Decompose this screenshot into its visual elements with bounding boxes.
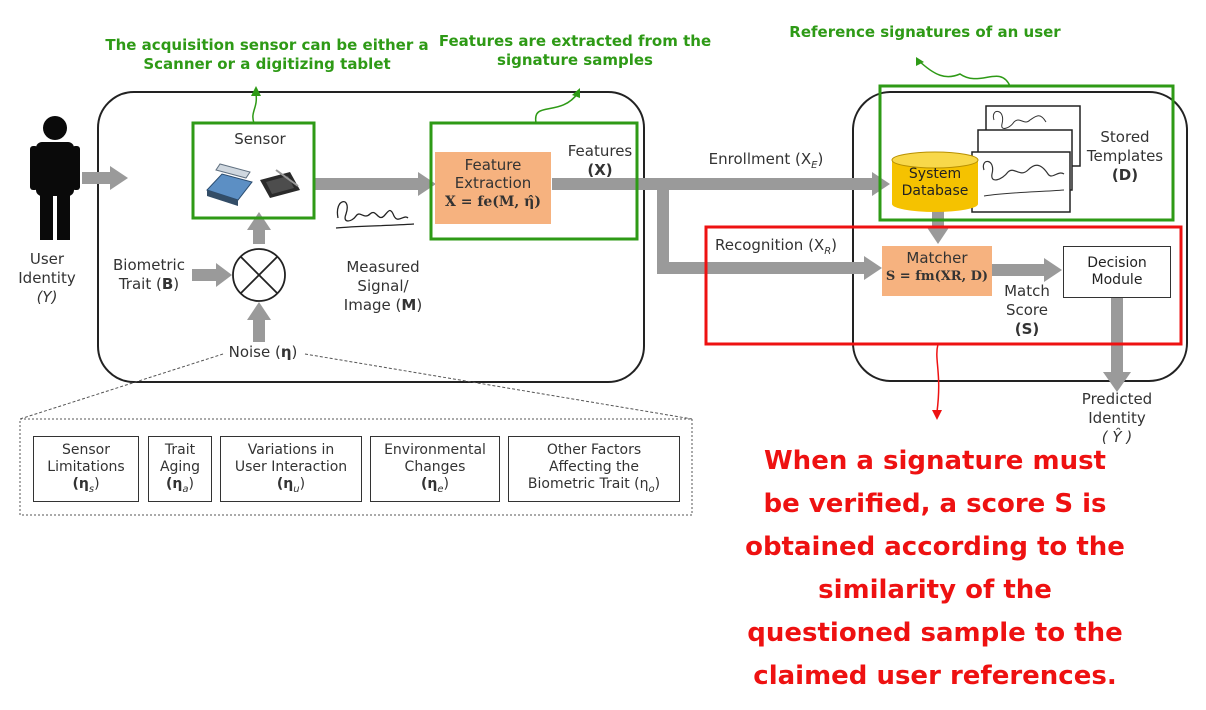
- arrow-mixer-sensor: [253, 228, 265, 244]
- arrowhead-user: [110, 166, 128, 190]
- arrowhead-decision-predicted: [1103, 372, 1131, 392]
- arrow-noise-mixer: [253, 318, 265, 342]
- tablet-icon: [260, 169, 300, 198]
- features-pointer: [534, 92, 579, 124]
- sensor-pointer: [252, 93, 258, 124]
- arrow-trait-mixer: [192, 269, 218, 281]
- reference-note: Reference signatures of an user: [789, 23, 1061, 41]
- reference-pointer: [917, 59, 1011, 87]
- features-label: Features(X): [567, 142, 633, 179]
- arrow-recognition-vertical: [657, 184, 669, 274]
- user-figure: [30, 116, 80, 240]
- arrowhead-sensor-feature: [418, 172, 436, 196]
- arrowhead-recognition: [864, 256, 882, 280]
- system-frame: [852, 91, 1188, 382]
- arrowhead-db-matcher: [926, 226, 950, 244]
- noise-label: Noise (η): [228, 343, 298, 361]
- arrow-matcher-decision: [992, 264, 1046, 276]
- arrow-user: [82, 172, 112, 184]
- sensor-label: Sensor: [234, 130, 286, 148]
- dashed-line-right: [304, 353, 693, 420]
- feature-highlight: [429, 121, 639, 241]
- features-note: Features are extracted from the signatur…: [438, 32, 712, 69]
- arrowhead-noise-mixer: [247, 302, 271, 320]
- matcher-box: Matcher S = fm(XR, D): [882, 246, 992, 296]
- arrow-sensor-feature: [314, 178, 420, 190]
- red-pointer-head: [932, 410, 942, 420]
- arrowhead-matcher-decision: [1044, 258, 1062, 282]
- dashed-line-left: [19, 353, 224, 420]
- measured-signature: [335, 201, 415, 229]
- reference-highlight: [878, 84, 1175, 222]
- arrowhead-trait-mixer: [216, 263, 232, 287]
- template-stack: [971, 105, 1081, 213]
- scanner-icon: [206, 163, 253, 206]
- features-pointer-head: [572, 88, 580, 98]
- red-pointer: [936, 343, 940, 413]
- database-cylinder: [891, 151, 979, 212]
- arrow-recognition: [657, 262, 867, 274]
- sensor-pointer-head: [251, 86, 261, 96]
- arrowhead-mixer-sensor: [247, 212, 271, 230]
- enrollment-label: Enrollment (XE): [708, 150, 824, 171]
- recognition-label: Recognition (XR): [714, 236, 838, 257]
- biometric-trait-label: Biometric Trait (B): [113, 256, 185, 293]
- sensor-note: The acquisition sensor can be either a S…: [105, 36, 429, 73]
- verification-note: When a signature must be verified, a sco…: [745, 446, 1125, 691]
- mixer-symbol: [232, 248, 286, 302]
- reference-pointer-head: [916, 57, 924, 66]
- feature-extraction-box: Feature Extraction X = fe(M, η̂): [435, 152, 551, 224]
- noise-factor-panel: [19, 418, 693, 516]
- matcher-highlight: [704, 225, 1183, 346]
- acquisition-frame: [97, 91, 645, 383]
- arrow-decision-predicted: [1111, 298, 1123, 374]
- arrow-enrollment: [552, 178, 874, 190]
